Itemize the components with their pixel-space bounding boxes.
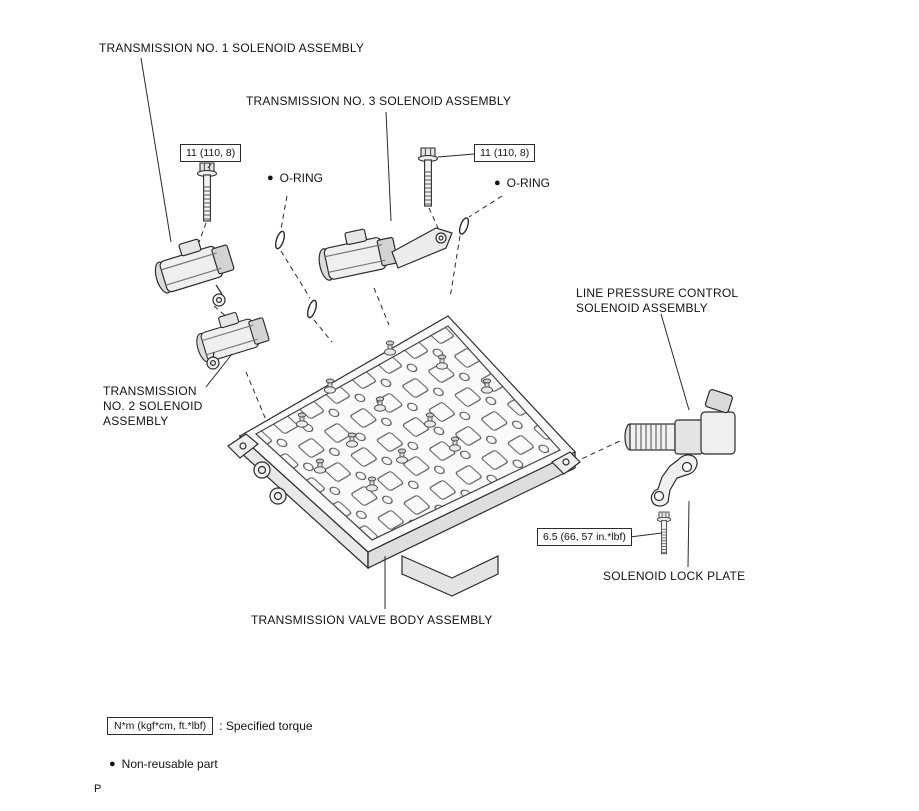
torque-callout-bolt2: 11 (110, 8) <box>474 144 536 162</box>
label-solenoid-lock-plate: SOLENOID LOCK PLATE <box>603 569 746 583</box>
line-pressure-solenoid-art <box>624 389 736 455</box>
solenoid-no2-art <box>190 304 271 370</box>
lock-plate-art <box>650 454 698 507</box>
legend-non-reusable: ● Non-reusable part <box>109 757 218 771</box>
legend-nonreusable-text: Non-reusable part <box>121 757 218 771</box>
oring-left-text: O-RING <box>279 171 323 185</box>
non-reusable-bullet-icon: ● <box>109 757 116 770</box>
non-reusable-bullet-icon: ● <box>494 176 501 189</box>
legend-torque-desc: : Specified torque <box>219 719 313 733</box>
label-line-pressure-solenoid: LINE PRESSURE CONTROL SOLENOID ASSEMBLY <box>576 286 739 315</box>
label-transmission-no1-solenoid: TRANSMISSION NO. 1 SOLENOID ASSEMBLY <box>99 41 365 55</box>
torque-callout-lock-plate-bolt: 6.5 (66, 57 in.*lbf) <box>537 528 632 546</box>
solenoid-no1-art <box>148 230 236 307</box>
solenoid-no3-art <box>313 222 453 283</box>
valve-body-art <box>227 315 581 597</box>
non-reusable-bullet-icon: ● <box>267 171 274 184</box>
torque-unit-box: N*m (kgf*cm, ft.*lbf) <box>107 717 214 735</box>
leader-lines <box>140 57 690 609</box>
page-marker: P <box>94 783 102 795</box>
bolt-no3-art <box>417 147 439 207</box>
o-rings-art <box>274 217 470 319</box>
bolt-no1-art <box>196 162 218 222</box>
label-transmission-no3-solenoid: TRANSMISSION NO. 3 SOLENOID ASSEMBLY <box>246 94 512 108</box>
label-transmission-no2-solenoid: TRANSMISSION NO. 2 SOLENOID ASSEMBLY <box>103 384 203 428</box>
oring-right-text: O-RING <box>506 176 550 190</box>
torque-callout-bolt1: 11 (110, 8) <box>180 144 242 162</box>
legend-specified-torque: N*m (kgf*cm, ft.*lbf) : Specified torque <box>107 717 313 735</box>
label-valve-body-assembly: TRANSMISSION VALVE BODY ASSEMBLY <box>251 613 493 627</box>
label-oring-left: ● O-RING <box>267 171 323 185</box>
label-oring-right: ● O-RING <box>494 176 550 190</box>
